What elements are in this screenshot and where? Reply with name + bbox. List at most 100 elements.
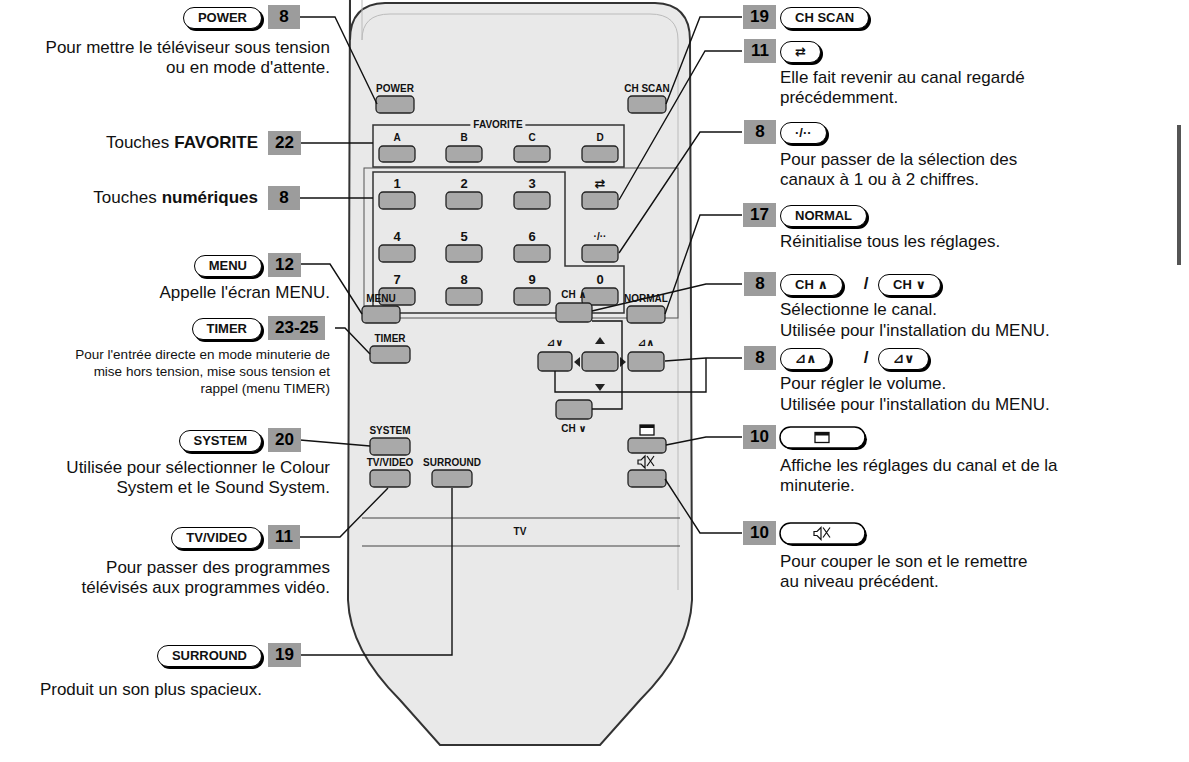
- panel-frame: [364, 168, 678, 318]
- description: Réinitialise tous les réglages.: [780, 232, 1000, 252]
- leader-line: [592, 284, 742, 311]
- button-name: POWER: [183, 7, 262, 29]
- remote-label: C: [528, 132, 535, 144]
- page-number: 19: [268, 643, 301, 667]
- page-number: 10: [743, 521, 776, 545]
- mute-icon: [638, 456, 645, 468]
- remote-button: [514, 146, 550, 162]
- dpad-arrow: [595, 384, 605, 391]
- remote-label: 5: [460, 230, 467, 244]
- remote-label: FAVORITE: [470, 119, 525, 131]
- remote-body: [348, 0, 692, 745]
- description: numériques: [162, 188, 258, 208]
- node-text: 20: [275, 430, 294, 449]
- button-name: ⊿∨: [878, 348, 929, 370]
- description: Touches: [93, 188, 156, 208]
- remote-button: [370, 470, 410, 487]
- page-number: 11: [744, 39, 776, 63]
- mute-icon-cross: [823, 528, 830, 538]
- page-number: 19: [743, 5, 776, 29]
- section-bar: [1177, 125, 1181, 265]
- leader-line: [665, 358, 742, 361]
- remote-button: [379, 245, 415, 262]
- page-number: 8: [744, 346, 776, 370]
- remote-button: [582, 146, 618, 162]
- page-number: 8: [268, 5, 300, 29]
- remote-label: MENU: [366, 293, 395, 305]
- description: Pour régler le volume.: [780, 374, 946, 394]
- remote-button: [370, 346, 410, 363]
- node-text: CH ∧: [795, 277, 828, 292]
- remote-label: 6: [528, 230, 535, 244]
- node-text: 12: [275, 255, 294, 274]
- remote-label: CH SCAN: [624, 83, 670, 95]
- leader-line: [665, 215, 742, 314]
- remote-button: [446, 245, 482, 262]
- remote-button: [582, 245, 618, 262]
- description: FAVORITE: [174, 133, 258, 153]
- remote-button: [514, 288, 550, 305]
- button-name: CH ∨: [878, 274, 941, 296]
- display-icon-bar: [815, 433, 829, 436]
- page-number: 11: [268, 525, 300, 549]
- button-name: CH ∧: [780, 274, 843, 296]
- remote-label: D: [596, 132, 603, 144]
- description: Produit un son plus spacieux.: [40, 680, 262, 700]
- leader-line: [666, 17, 742, 104]
- node-text: MENU: [209, 258, 247, 273]
- button-name: SURROUND: [157, 645, 262, 667]
- remote-label: TV: [514, 526, 527, 538]
- remote-label: 7: [393, 273, 400, 287]
- button-name: MENU: [194, 255, 262, 277]
- node-text: 17: [750, 205, 769, 224]
- remote-button: [627, 306, 665, 323]
- description: Affiche les réglages du canal et de la m…: [780, 456, 1065, 496]
- remote-label: ⊿∧: [638, 337, 655, 349]
- page-number: 8: [744, 272, 776, 296]
- description: Pour couper le son et le remettre au niv…: [780, 552, 1042, 592]
- remote-button: [582, 352, 618, 371]
- icon-pill: [780, 523, 865, 544]
- node-text: 11: [275, 527, 293, 546]
- node-text: ⇄: [795, 44, 806, 59]
- node-text: ⊿∧: [795, 351, 816, 366]
- node-text: SYSTEM: [194, 433, 247, 448]
- remote-button: [432, 470, 472, 487]
- page-number: 23-25: [268, 316, 325, 340]
- node-text: 23-25: [275, 318, 318, 337]
- description: Touches: [106, 133, 169, 153]
- dpad-arrow: [595, 337, 605, 344]
- node-text: TV/VIDEO: [186, 530, 247, 545]
- page-number: 8: [268, 186, 300, 210]
- remote-label: 3: [528, 177, 535, 191]
- button-name: ⊿∧: [780, 348, 831, 370]
- description: Pour l'entrée directe en mode minuterie …: [60, 346, 330, 397]
- remote-button: [446, 146, 482, 162]
- remote-label: CH ∧: [561, 289, 586, 301]
- node-text: SURROUND: [172, 648, 247, 663]
- leader-line: [619, 132, 742, 253]
- remote-button: [370, 438, 410, 455]
- display-icon-bar: [640, 425, 654, 428]
- remote-button: [514, 192, 550, 209]
- remote-button: [446, 192, 482, 209]
- leader-line: [592, 321, 622, 409]
- page-number: 8: [744, 120, 776, 144]
- remote-label: 2: [460, 177, 467, 191]
- node-text: 22: [275, 133, 294, 152]
- leader-line: [665, 479, 742, 533]
- leader-line: [619, 51, 742, 200]
- dpad-arrow: [620, 357, 626, 367]
- remote-button: [362, 306, 400, 323]
- page-number: 22: [268, 131, 301, 155]
- node-text: 8: [279, 188, 288, 207]
- remote-label: 1: [393, 177, 400, 191]
- button-name: TV/VIDEO: [171, 527, 262, 549]
- node-text: ⊿∨: [893, 351, 914, 366]
- remote-button: [582, 192, 618, 209]
- tv-band: [362, 518, 680, 546]
- description: Elle fait revenir au canal regardé précé…: [780, 68, 1100, 108]
- button-name: ⇄: [780, 41, 821, 63]
- page-number: 12: [268, 253, 301, 277]
- description: Utilisée pour l'installation du MENU.: [780, 395, 1050, 415]
